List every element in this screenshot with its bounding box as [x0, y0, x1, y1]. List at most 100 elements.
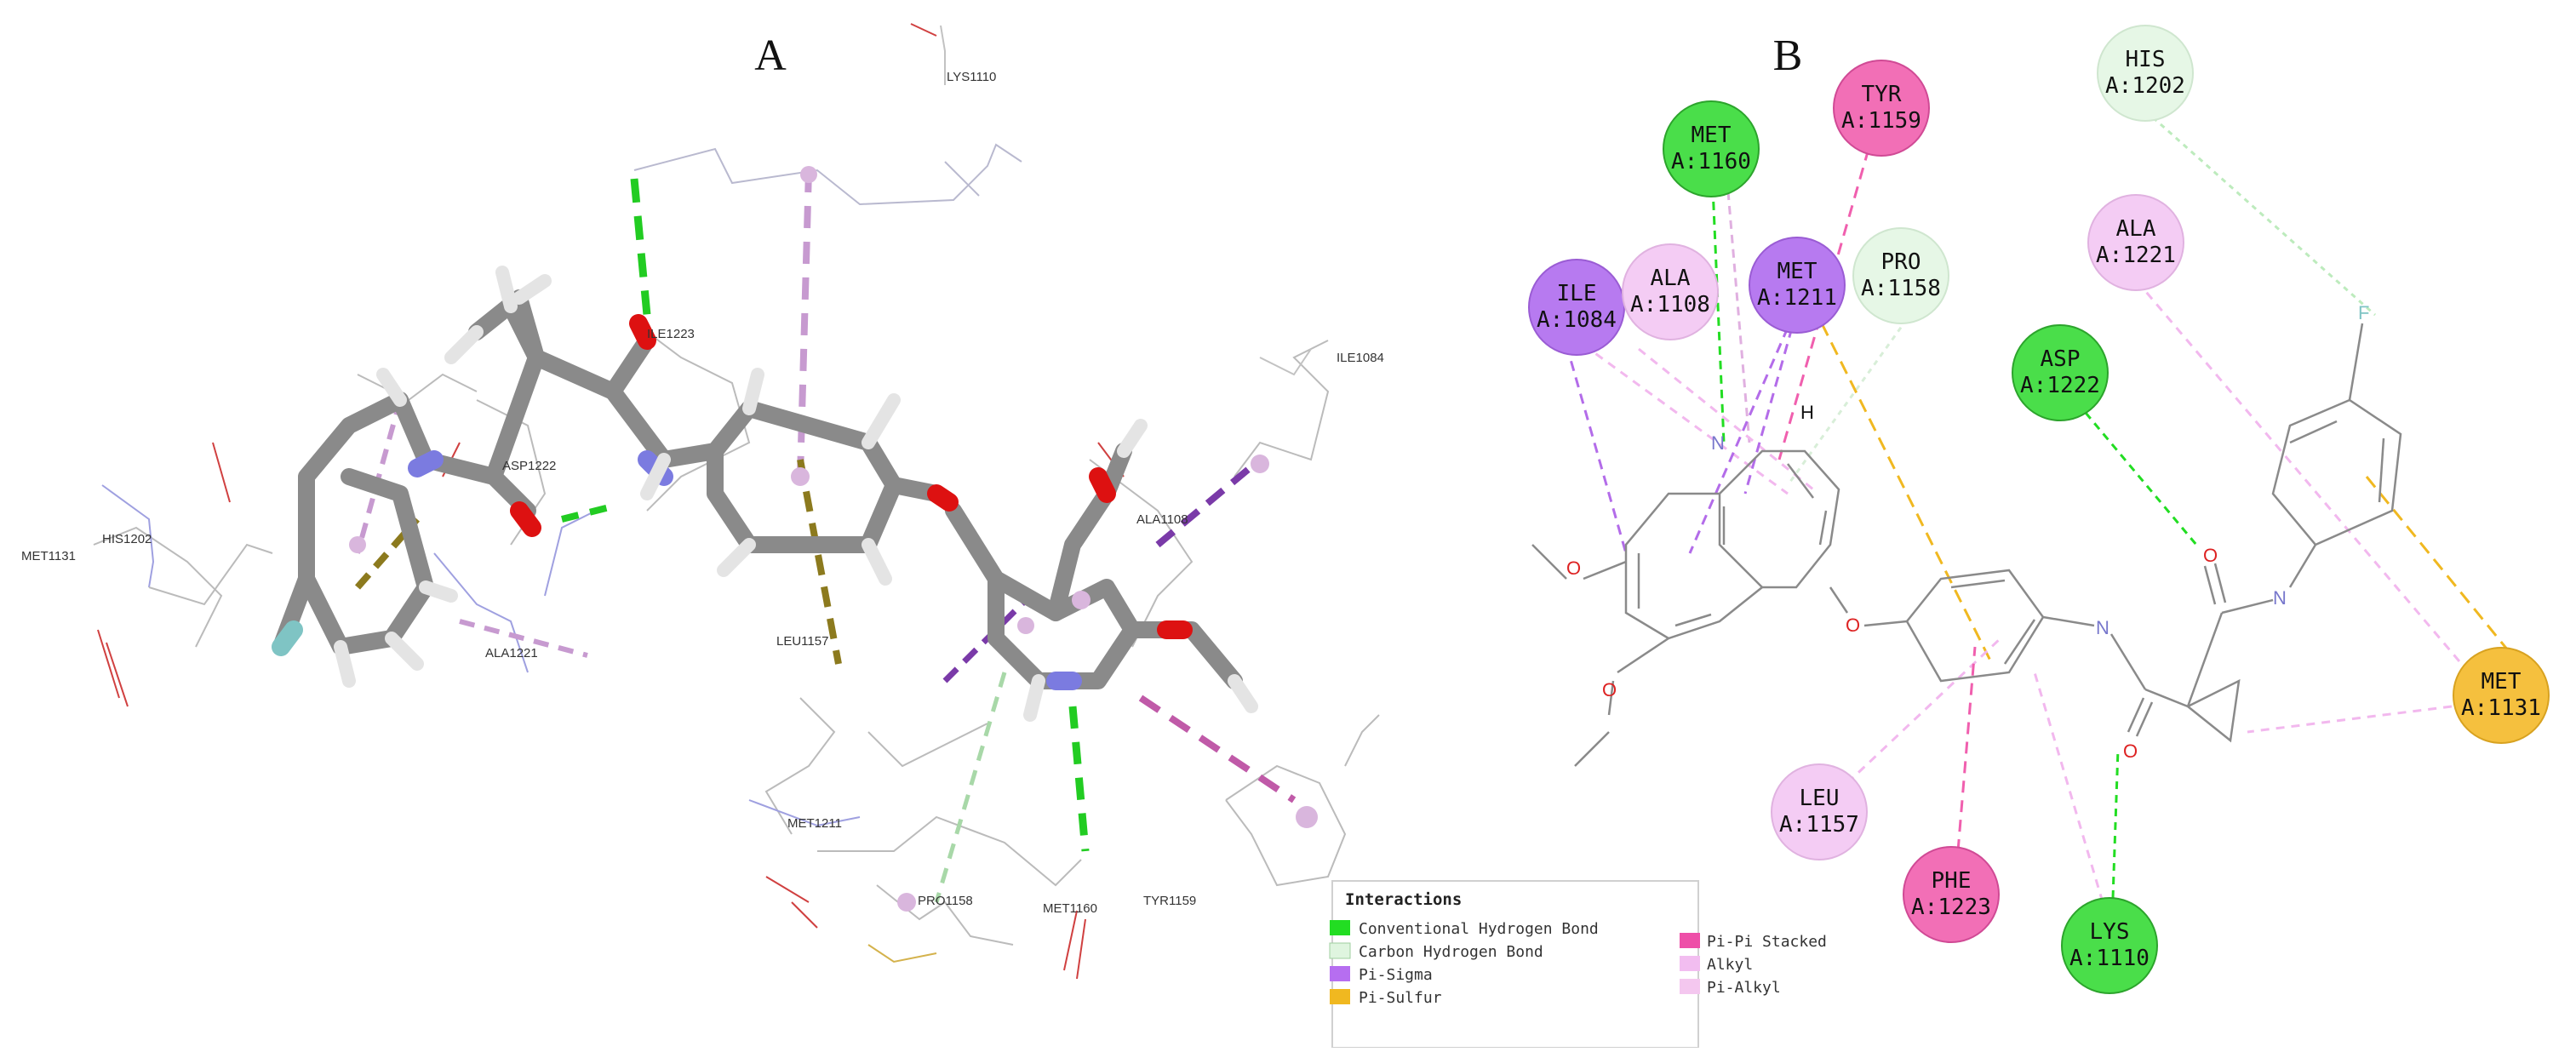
- residue-met1211: MET A:1211: [1749, 237, 1846, 334]
- ligand-sticks: [272, 289, 1243, 690]
- residue-label: HIS1202: [102, 532, 152, 546]
- legend-label: Alkyl: [1707, 956, 1753, 974]
- residue-leu1157: LEU A:1157: [1771, 763, 1868, 860]
- residue-disc: [1852, 227, 1949, 324]
- legend-item: Carbon Hydrogen Bond: [1329, 942, 1543, 961]
- atom-labels: H N N N O O O O O F: [1566, 302, 2369, 762]
- residue-name: LEU: [1800, 786, 1840, 811]
- residue-his1202: HIS A:1202: [2097, 25, 2194, 122]
- residue-name: ASP: [2041, 346, 2081, 372]
- residue-met1160: MET A:1160: [1663, 100, 1760, 197]
- legend-label: Pi-Alkyl: [1707, 979, 1781, 997]
- residue-disc: [1833, 60, 1930, 157]
- atom-f: F: [2358, 302, 2369, 323]
- residue-phe1223: PHE A:1223: [1903, 846, 2000, 943]
- residue-name: MET: [1692, 123, 1732, 148]
- legend-item: Alkyl: [1680, 956, 1753, 974]
- residue-name: MET: [1777, 259, 1818, 284]
- residue-id: A:1131: [2461, 695, 2541, 721]
- atom-n-amide-2: N: [2273, 587, 2287, 609]
- panel-a: A: [21, 23, 1384, 980]
- residue-name: MET: [2482, 669, 2522, 695]
- residue-disc: [2097, 25, 2194, 122]
- panel-a-residue-labels: LYS1110 ILE1223 ILE1084 ALA1108 ASP1222 …: [21, 70, 1384, 916]
- residue-label: ALA1108: [1136, 512, 1188, 527]
- residue-label: ILE1084: [1337, 351, 1384, 365]
- residue-disc: [2453, 647, 2550, 744]
- panel-b-letter: B: [1773, 31, 1803, 80]
- residue-id: A:1202: [2105, 73, 2185, 99]
- residue-label: MET1211: [787, 816, 842, 831]
- residue-disc: [1771, 763, 1868, 860]
- residue-ala1221: ALA A:1221: [2087, 194, 2184, 291]
- residue-name: PHE: [1932, 868, 1972, 894]
- atom-h: H: [1800, 402, 1814, 423]
- legend-swatch: [1329, 942, 1351, 959]
- residue-id: A:1221: [2096, 243, 2176, 268]
- residue-discs: MET A:1160 TYR A:1159 HIS A:1202 ILE A:1…: [1528, 25, 2550, 994]
- atom-o-ether: O: [1846, 615, 1860, 636]
- residue-id: A:1157: [1779, 812, 1859, 838]
- residue-label: TYR1159: [1143, 894, 1196, 908]
- residue-label: ILE1223: [647, 327, 695, 341]
- ring-centroids: [349, 166, 1318, 912]
- residue-label: MET1160: [1043, 901, 1097, 916]
- residue-disc: [2012, 324, 2109, 421]
- residue-id: A:1211: [1757, 285, 1837, 311]
- protein-wireframe: [93, 23, 1380, 980]
- legend-label: Conventional Hydrogen Bond: [1359, 920, 1599, 938]
- legend-swatch: [1680, 956, 1700, 971]
- residue-disc: [1749, 237, 1846, 334]
- panel-b: B: [1528, 25, 2550, 994]
- legend-swatch: [1680, 979, 1700, 994]
- residue-tyr1159: TYR A:1159: [1833, 60, 1930, 157]
- residue-label: LEU1157: [776, 634, 828, 649]
- residue-id: A:1160: [1671, 149, 1751, 174]
- residue-asp1222: ASP A:1222: [2012, 324, 2109, 421]
- residue-lys1110: LYS A:1110: [2061, 897, 2158, 994]
- residue-ile1084: ILE A:1084: [1528, 259, 1625, 356]
- residue-id: A:1108: [1630, 292, 1710, 317]
- residue-label: ASP1222: [502, 459, 556, 473]
- residue-name: TYR: [1862, 82, 1902, 107]
- residue-id: A:1110: [2069, 946, 2150, 971]
- atom-o-carbonyl-2: O: [2203, 545, 2218, 566]
- panel-b-interactions: [1565, 109, 2517, 903]
- atom-o-methoxy-2: O: [1602, 679, 1617, 700]
- legend-label: Pi-Sigma: [1359, 966, 1433, 984]
- legend-item: Pi-Sigma: [1330, 966, 1433, 984]
- residue-disc: [1622, 243, 1719, 340]
- residue-label: LYS1110: [947, 70, 996, 84]
- panel-a-letter: A: [754, 31, 787, 80]
- residue-id: A:1158: [1861, 276, 1941, 301]
- legend-swatch: [1330, 920, 1350, 935]
- residue-id: A:1222: [2020, 373, 2100, 398]
- legend-item: Conventional Hydrogen Bond: [1330, 920, 1599, 938]
- residue-id: A:1159: [1841, 108, 1921, 134]
- ligand-hydrogens: [334, 266, 1258, 722]
- legend-label: Pi-Sulfur: [1359, 989, 1442, 1007]
- residue-name: PRO: [1881, 249, 1921, 275]
- residue-name: ALA: [1651, 266, 1691, 291]
- ligand-2d-structure: [1531, 323, 2402, 767]
- residue-disc: [1903, 846, 2000, 943]
- legend-swatch: [1680, 933, 1700, 948]
- legend-label: Pi-Pi Stacked: [1707, 933, 1827, 951]
- legend-swatch: [1330, 989, 1350, 1004]
- residue-id: A:1223: [1911, 895, 1991, 920]
- residue-label: ALA1221: [485, 646, 538, 660]
- residue-name: LYS: [2090, 919, 2130, 945]
- interactions-legend: Interactions Conventional Hydrogen Bond …: [1329, 880, 1827, 1049]
- legend-label: Carbon Hydrogen Bond: [1359, 943, 1543, 961]
- residue-disc: [2087, 194, 2184, 291]
- legend-item: Pi-Pi Stacked: [1680, 933, 1827, 951]
- legend-item: Pi-Sulfur: [1330, 989, 1442, 1007]
- residue-disc: [2061, 897, 2158, 994]
- residue-ala1108: ALA A:1108: [1622, 243, 1719, 340]
- residue-name: ILE: [1557, 281, 1597, 306]
- atom-o-carbonyl-1: O: [2123, 740, 2138, 762]
- residue-name: ALA: [2116, 216, 2156, 242]
- residue-label: PRO1158: [918, 894, 973, 908]
- residue-met1131: MET A:1131: [2453, 647, 2550, 744]
